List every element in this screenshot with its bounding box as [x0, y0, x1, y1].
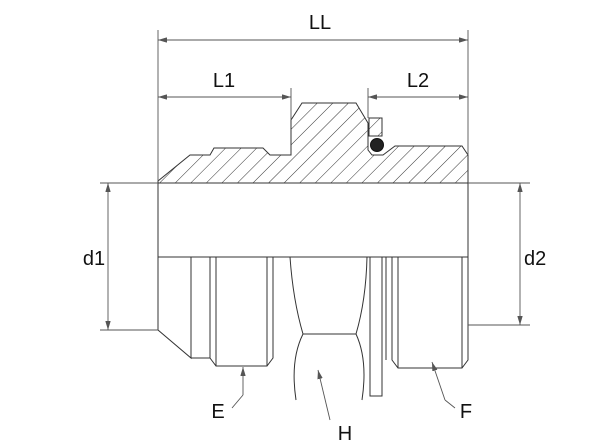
label-l1: L1 [213, 70, 235, 92]
label-l2: L2 [407, 70, 429, 92]
lower-outline [157, 256, 469, 401]
label-e: E [211, 401, 224, 423]
label-ll: LL [309, 12, 331, 34]
o-ring [370, 138, 384, 152]
dimension-lines [100, 30, 530, 421]
label-d1: d1 [83, 248, 105, 270]
backup-ring [368, 117, 383, 137]
label-f: F [460, 401, 472, 423]
section-hatched-upper [157, 102, 469, 184]
label-h: H [338, 423, 352, 442]
label-d2: d2 [524, 248, 546, 270]
bore [157, 182, 469, 258]
